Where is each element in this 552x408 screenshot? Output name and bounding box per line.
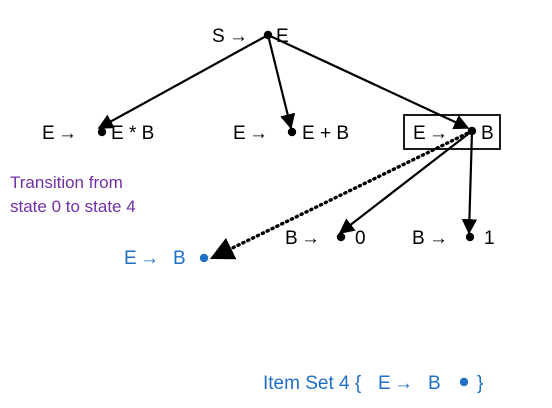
item-b-zero: B → 0 [285,228,366,249]
item-e-b-boxed: E → B [403,114,501,150]
item-e-b-lhs: E [413,123,426,144]
transition-note-line1: Transition from [10,173,123,192]
item-dot [263,30,273,40]
item-set-dot [459,377,469,387]
item-b-zero-lhs: B [285,228,298,249]
item-dot [467,126,477,136]
item-e-star-lhs: E [42,123,55,144]
item-dot [287,127,297,137]
item-dot-complete [199,253,209,263]
arrow-glyph: → [229,26,248,47]
item-e-b-complete-lhs: E [124,248,137,269]
item-b-one-lhs: B [412,228,425,249]
item-root-rhs: E [276,26,289,47]
item-b-one-rhs: 1 [484,228,495,249]
item-set-caption: Item Set 4 { E → B } [263,373,483,394]
item-root: S → E [212,26,289,47]
item-set-prefix: Item Set 4 { [263,373,362,394]
arrow-glyph: → [140,248,159,269]
arrow-glyph: → [429,123,448,144]
transition-note: Transition from state 0 to state 4 [10,173,136,216]
transition-edge-dotted [209,129,474,260]
arrow-glyph: → [301,228,320,249]
item-e-plus-rhs: E + B [302,123,349,144]
item-b-one: B → 1 [412,228,495,249]
item-e-b-rhs: B [481,123,494,144]
item-e-plus: E → E + B [233,123,349,144]
edge-e-b-to-b-zero [338,130,473,234]
item-dot [97,127,107,137]
arrow-glyph: → [249,123,268,144]
transition-note-line2: state 0 to state 4 [10,197,136,216]
item-root-lhs: S [212,26,225,47]
item-set-lhs: E [378,373,391,394]
item-b-zero-rhs: 0 [355,228,366,249]
edge-root-to-e-b [267,34,470,130]
arrow-glyph: → [429,228,448,249]
item-e-star-rhs: E * B [111,123,154,144]
item-dot [336,232,346,242]
item-e-b-complete-rhs: B [173,248,186,269]
arrow-glyph: → [58,123,77,144]
item-dot [465,232,475,242]
highlight-box [403,114,501,150]
arrow-glyph: → [394,373,413,394]
edge-root-to-e-plus [266,34,296,130]
edge-e-b-to-b-one [461,130,478,235]
item-set-suffix: } [477,373,483,394]
item-e-b-complete: E → B [124,248,209,269]
item-e-plus-lhs: E [233,123,246,144]
edge-root-to-e-star [97,34,269,129]
item-set-rhs: B [428,373,441,394]
item-e-star: E → E * B [42,123,154,144]
